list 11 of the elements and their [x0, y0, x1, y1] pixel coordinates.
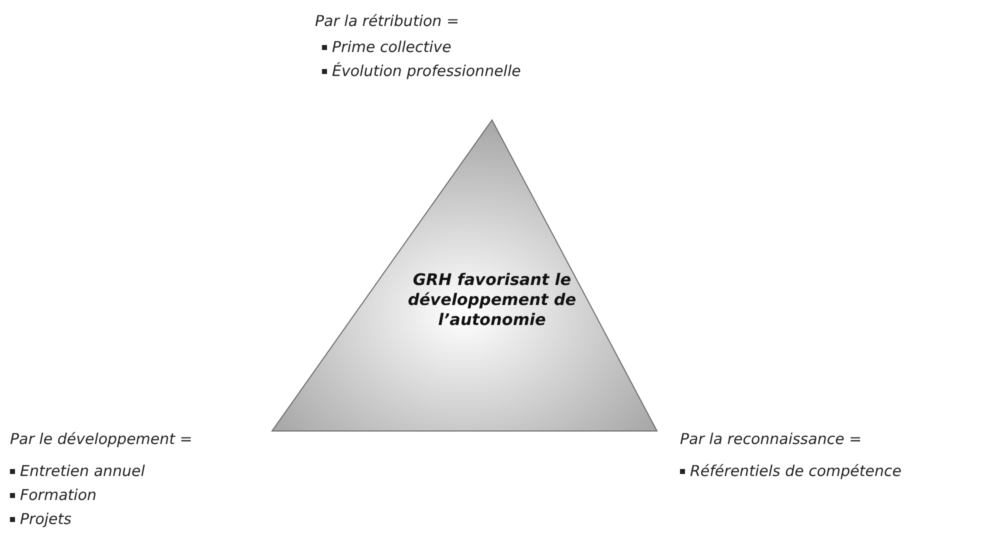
group-heading: Par le développement = [10, 430, 192, 448]
list-item: Formation [20, 486, 97, 504]
group-heading: Par la reconnaissance = [680, 430, 862, 448]
list-item: Projets [20, 510, 72, 528]
list-item: Référentiels de compétence [690, 462, 902, 480]
triangle-node [270, 118, 660, 434]
list-item: Évolution professionnelle [332, 62, 521, 80]
node-text: GRH favorisant le développement de l’autonomie [406, 270, 578, 330]
list-item: Entretien annuel [20, 462, 145, 480]
group-heading: Par la rétribution = [315, 12, 460, 30]
list-item: Prime collective [332, 38, 452, 56]
